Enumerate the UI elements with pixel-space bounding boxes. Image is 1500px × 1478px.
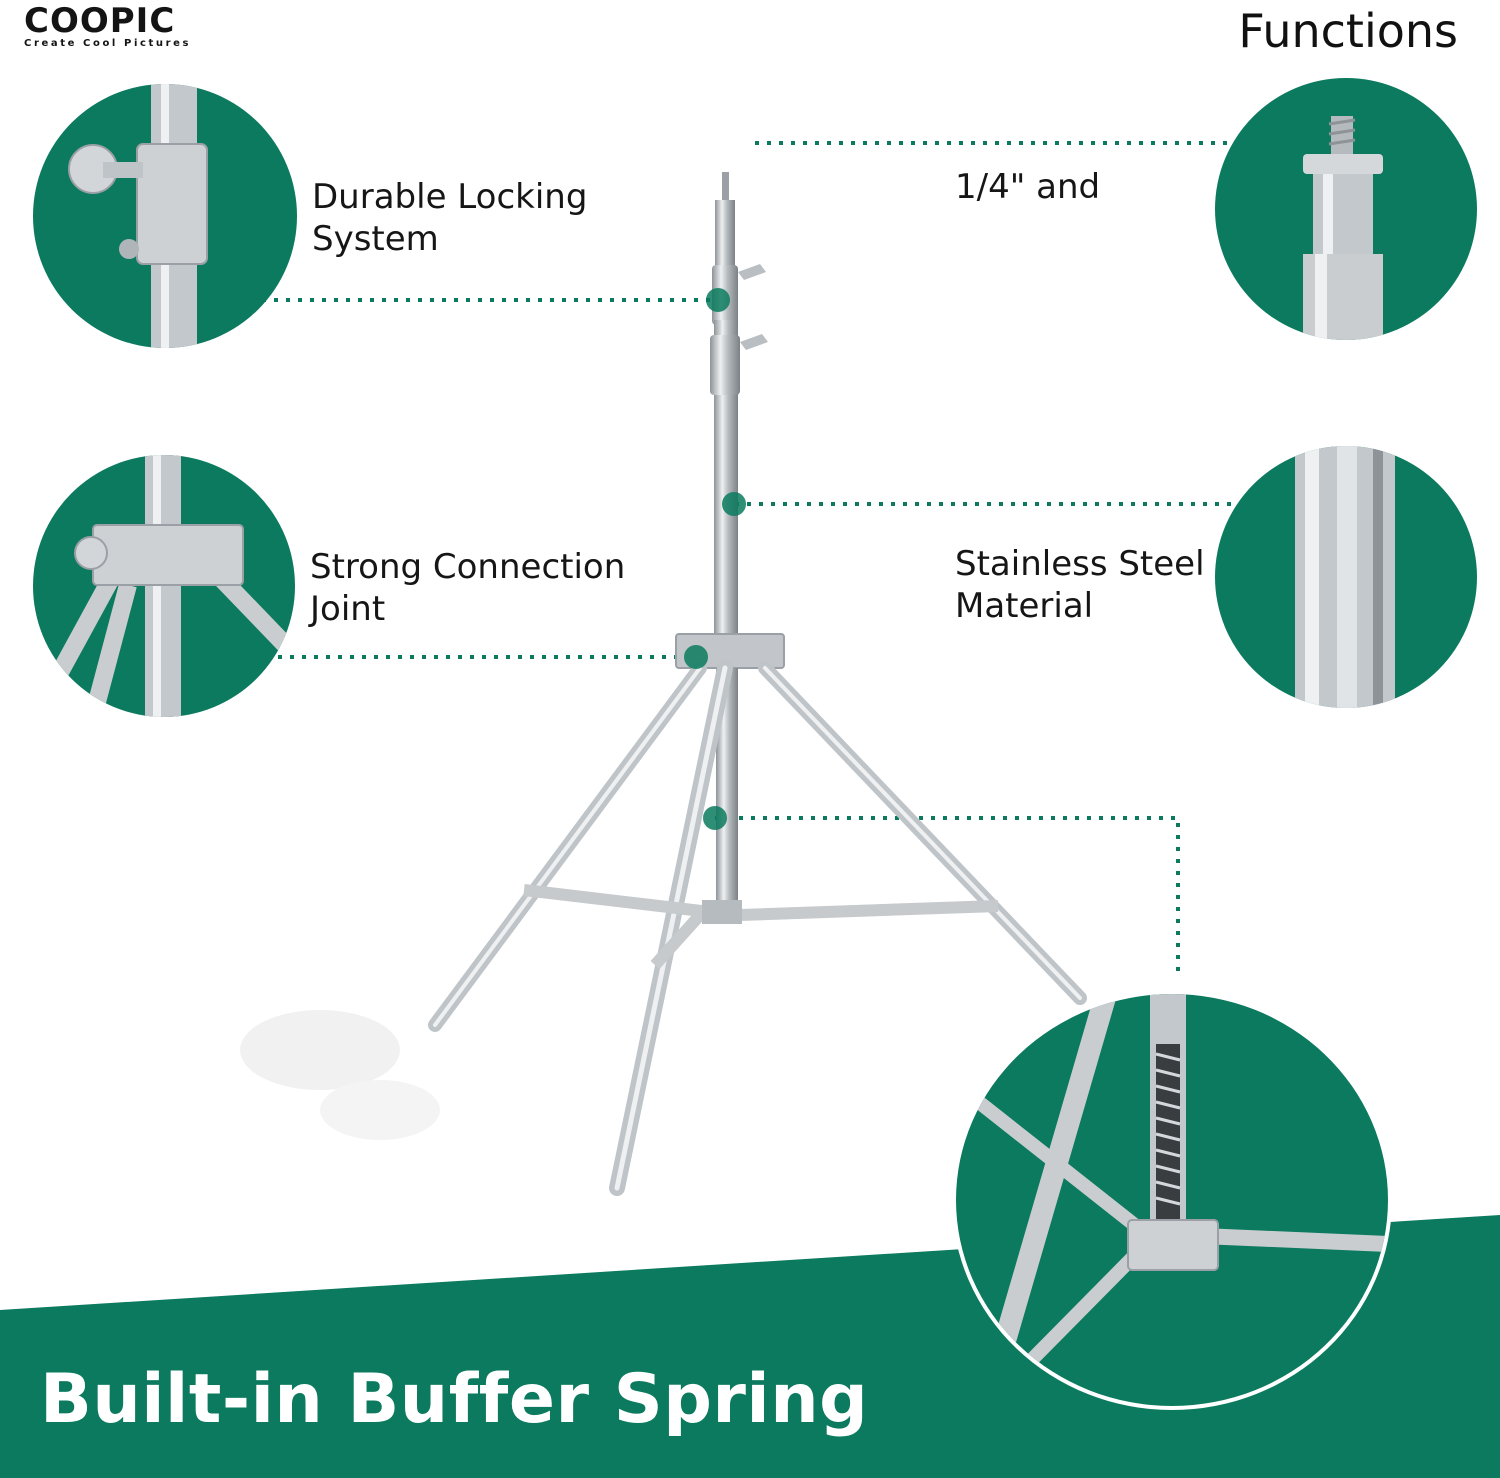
joint-label-line1: Strong Connection (310, 547, 626, 587)
brand-logo: COOPIC Create Cool Pictures (24, 2, 191, 49)
locking-knob-detail-icon (68, 84, 208, 348)
banner-title: Built-in Buffer Spring (40, 1360, 869, 1439)
spring-detail-circle (952, 990, 1392, 1410)
locking-detail-circle (33, 84, 297, 348)
brand-tagline: Create Cool Pictures (24, 38, 192, 49)
locking-label-line1: Durable Locking (312, 177, 588, 217)
steel-label: Stainless Steel Material (955, 543, 1205, 627)
steel-label-line1: Stainless Steel (955, 544, 1205, 584)
joint-label-line2: Joint (310, 589, 386, 629)
joint-detail-circle (33, 455, 295, 717)
locking-label-line2: System (312, 219, 439, 259)
screw-spigot-detail-icon (1303, 116, 1383, 340)
steel-label-line2: Material (955, 586, 1094, 626)
joint-label: Strong Connection Joint (310, 546, 625, 630)
page-title: Functions (1238, 4, 1458, 58)
buffer-spring-detail-icon (956, 994, 1388, 1406)
connection-joint-detail-icon (45, 455, 295, 717)
steel-detail-circle (1215, 446, 1477, 708)
screw-detail-circle (1215, 78, 1477, 340)
screw-label: 1/4" and (955, 166, 1100, 208)
screw-label-line1: 1/4" and (955, 167, 1101, 207)
locking-label: Durable Locking System (312, 176, 587, 260)
steel-tube-detail-icon (1295, 446, 1395, 708)
brand-name: COOPIC (24, 1, 176, 41)
